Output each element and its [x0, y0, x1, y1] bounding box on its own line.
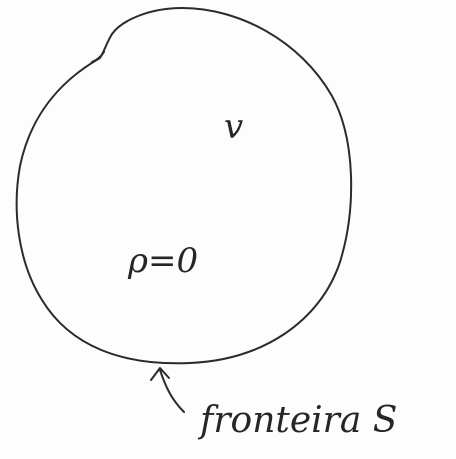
boundary-label: fronteira S [197, 400, 397, 441]
boundary-arrow-head [150, 367, 170, 381]
equation-label: ρ=0 [127, 241, 198, 281]
region-label: v [224, 107, 243, 147]
boundary-kink [91, 51, 105, 63]
boundary-arrow-shaft [159, 369, 185, 413]
region-boundary-curve [15, 7, 353, 365]
